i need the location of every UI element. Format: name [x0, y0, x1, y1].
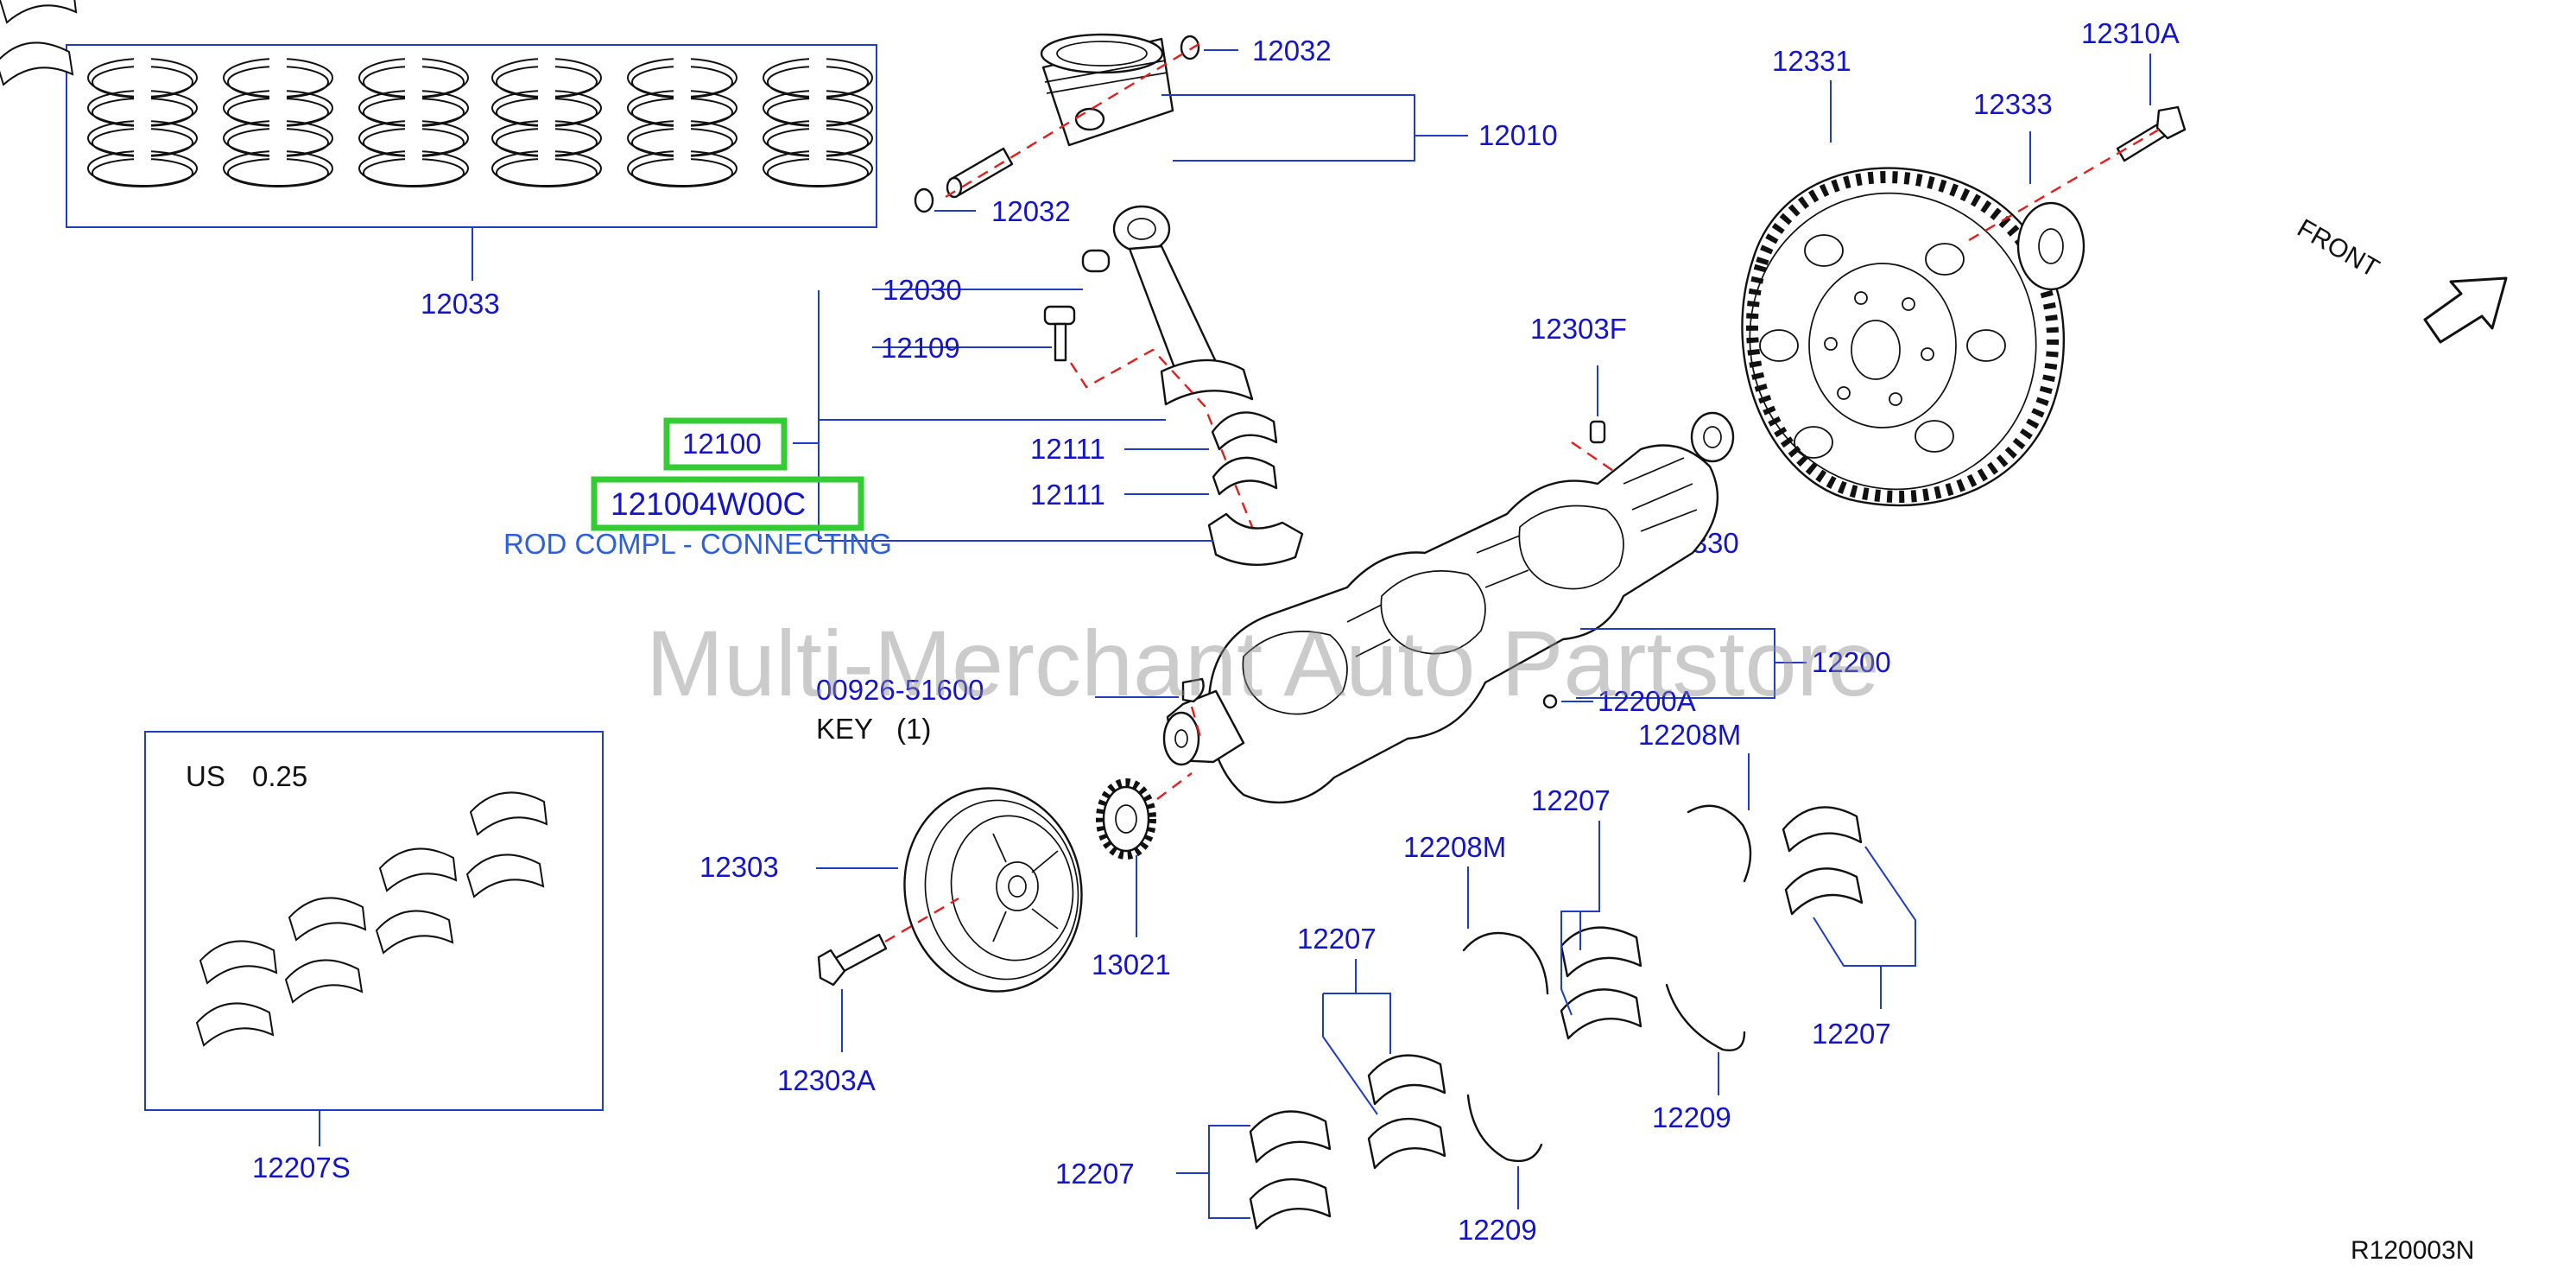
crank-pulley[interactable]	[889, 774, 1098, 1006]
label-13021[interactable]: 13021	[1092, 949, 1171, 981]
rod-bearing-upper[interactable]	[1211, 411, 1278, 451]
rod-cap[interactable]	[1207, 512, 1304, 566]
highlight-12100	[663, 417, 788, 471]
label-121004W00C[interactable]: 121004W00C	[611, 486, 806, 522]
label-12111-upper[interactable]: 12111	[1030, 433, 1105, 465]
main-bearing-left[interactable]	[1367, 1054, 1446, 1170]
label-12033[interactable]: 12033	[421, 288, 500, 320]
snap-ring-upper[interactable]	[1180, 35, 1200, 60]
label-12109[interactable]: 12109	[881, 332, 960, 364]
label-12200[interactable]: 12200	[1812, 646, 1891, 678]
label-12010[interactable]: 12010	[1478, 119, 1558, 151]
label-12207-right[interactable]: 12207	[1812, 1018, 1891, 1050]
key-quantity: (1)	[896, 713, 931, 745]
key-description: KEY	[816, 713, 873, 745]
label-12209-right[interactable]: 12209	[1652, 1101, 1731, 1133]
crank-sprocket[interactable]	[1096, 778, 1156, 860]
label-12207S[interactable]: 12207S	[252, 1152, 351, 1184]
crankshaft-plug[interactable]	[1542, 694, 1558, 709]
woodruff-key[interactable]	[1181, 677, 1205, 703]
label-00926-51600[interactable]: 00926-51600	[816, 674, 984, 706]
rod-bushing[interactable]	[1081, 249, 1111, 273]
label-12333[interactable]: 12333	[1973, 88, 2053, 120]
front-direction-label: FRONT	[2293, 213, 2384, 282]
label-12209-left[interactable]: 12209	[1458, 1214, 1537, 1246]
label-12208M-left[interactable]: 12208M	[1403, 831, 1506, 863]
rod-bolt[interactable]	[1043, 305, 1076, 362]
connecting-rod[interactable]	[1112, 205, 1254, 406]
front-arrow-icon	[2423, 276, 2508, 344]
main-bearing-right[interactable]	[1782, 806, 1864, 916]
label-12303F[interactable]: 12303F	[1530, 313, 1627, 345]
label-12310A[interactable]: 12310A	[2081, 17, 2180, 49]
label-12030[interactable]: 12030	[883, 274, 962, 306]
label-12207-lower-left[interactable]: 12207	[1055, 1158, 1135, 1190]
thrust-washer-left-upper[interactable]	[1462, 931, 1549, 995]
label-12100[interactable]: 12100	[682, 428, 762, 460]
piston-pin[interactable]	[946, 147, 1014, 199]
part-description: ROD COMPL - CONNECTING	[503, 528, 892, 560]
diagram-reference-code: R120003N	[2351, 1236, 2474, 1265]
undersize-label: US	[186, 760, 225, 792]
undersize-value: 0.25	[252, 760, 307, 792]
thrust-washer-left-lower[interactable]	[1466, 1094, 1543, 1163]
watermark: Multi-Merchant Auto Partstore	[646, 611, 1880, 715]
pilot-bushing[interactable]	[1690, 411, 1735, 463]
main-bearing-lower-left[interactable]	[1249, 1110, 1332, 1230]
rod-bearing-lower[interactable]	[1212, 456, 1278, 496]
label-12200A[interactable]: 12200A	[1598, 685, 1696, 717]
label-12032-upper[interactable]: 12032	[1252, 35, 1332, 67]
thrust-washer-right-upper[interactable]	[1687, 804, 1752, 883]
piston-ring-set[interactable]	[66, 44, 877, 281]
label-12331[interactable]: 12331	[1772, 45, 1851, 77]
crank-dowel-pin[interactable]	[1589, 420, 1606, 444]
label-12207-middle[interactable]: 12207	[1531, 784, 1611, 816]
snap-ring-lower[interactable]	[914, 187, 934, 213]
highlight-121004W00C	[591, 476, 864, 531]
thrust-washer-right-lower[interactable]	[1665, 983, 1746, 1051]
crankshaft[interactable]	[1162, 444, 1719, 804]
label-12208M-right[interactable]: 12208M	[1638, 719, 1741, 751]
label-12303A[interactable]: 12303A	[777, 1064, 876, 1096]
drive-plate[interactable]	[1712, 155, 2074, 526]
label-12032-lower[interactable]: 12032	[991, 195, 1071, 227]
label-12111-lower[interactable]: 12111	[1030, 479, 1105, 511]
pulley-bolt[interactable]	[817, 933, 888, 987]
label-12207-left[interactable]: 12207	[1297, 923, 1377, 955]
piston[interactable]	[1040, 33, 1174, 147]
main-bearing-middle[interactable]	[1560, 926, 1642, 1040]
reinforcement-plate[interactable]	[2016, 201, 2085, 291]
undersize-bearing-set[interactable]	[0, 0, 604, 1146]
label-12303[interactable]: 12303	[699, 851, 779, 883]
